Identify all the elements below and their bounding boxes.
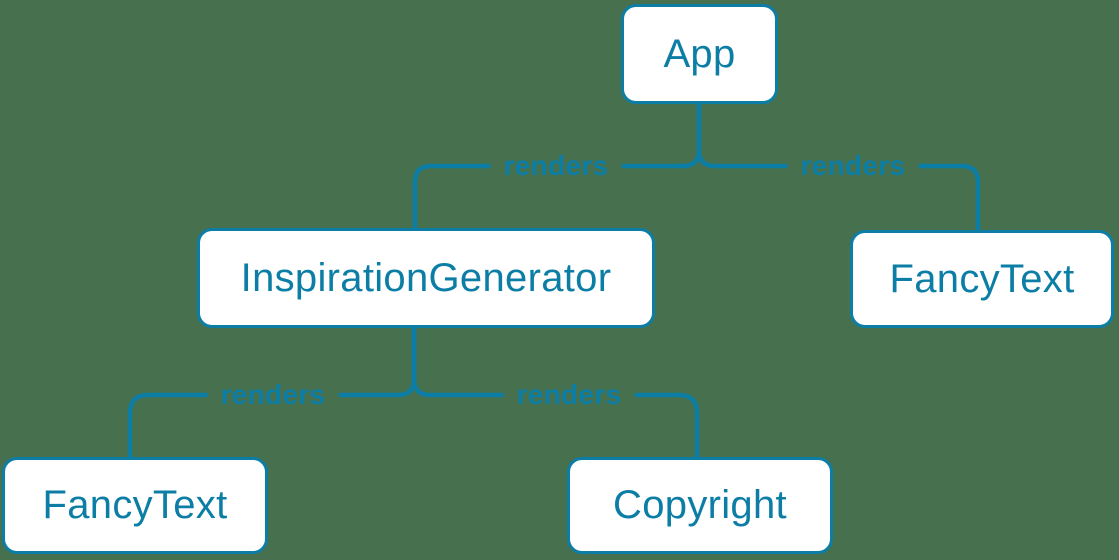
- edge-label-inspirationgenerator-copyright: renders: [503, 376, 635, 414]
- node-fancy-text-bottom-left-label: FancyText: [42, 483, 228, 527]
- edge-label-app-fancytext: renders: [787, 147, 919, 185]
- edge-label-app-inspirationgenerator: renders: [490, 147, 622, 185]
- node-copyright-label: Copyright: [613, 483, 787, 527]
- node-fancy-text-top-right-label: FancyText: [889, 256, 1075, 301]
- node-fancy-text-top-right: FancyText: [850, 230, 1114, 328]
- node-app: App: [621, 4, 778, 104]
- node-inspiration-generator: InspirationGenerator: [197, 228, 655, 328]
- node-inspiration-generator-label: InspirationGenerator: [240, 255, 612, 300]
- edge-label-inspirationgenerator-fancytext: renders: [207, 376, 339, 414]
- node-copyright: Copyright: [567, 457, 833, 554]
- node-fancy-text-bottom-left: FancyText: [2, 457, 268, 554]
- node-app-label: App: [663, 31, 736, 76]
